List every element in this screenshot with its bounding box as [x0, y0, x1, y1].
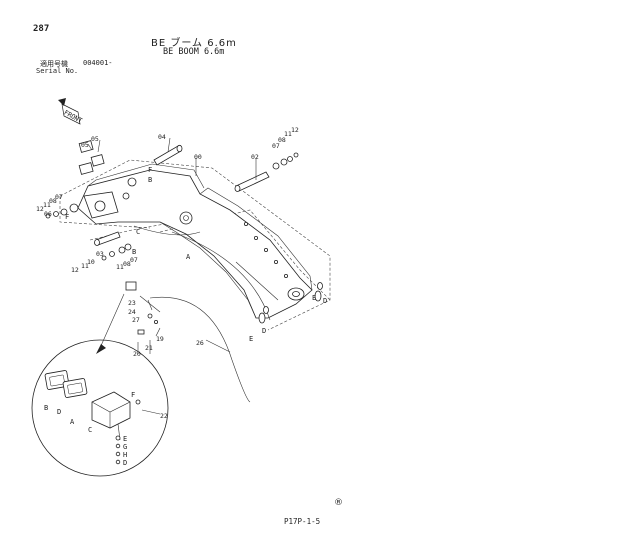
- callout-24: 24: [128, 308, 136, 316]
- callout-07b: 07: [55, 193, 63, 201]
- callout-A1: A: [186, 253, 191, 261]
- front-arrow-icon: FRONT: [58, 98, 84, 125]
- page-title-en: BE BOOM 6.6m: [163, 47, 225, 57]
- callout-12b: 12: [36, 205, 44, 213]
- callout-B3: B: [44, 404, 48, 412]
- detail-leader: [99, 293, 125, 349]
- plates-05: [78, 140, 105, 175]
- callout-05a: 05: [91, 135, 99, 143]
- callout-22: 22: [160, 412, 168, 420]
- callout-26: 26: [196, 339, 204, 347]
- callout-19: 19: [156, 335, 164, 343]
- callout-12a: 12: [291, 126, 299, 134]
- callout-B2: B: [132, 248, 136, 256]
- pin-joint-right: [258, 282, 323, 324]
- callout-08c: 08: [123, 260, 131, 268]
- callout-10: 10: [87, 258, 95, 266]
- callout-08b: 08: [49, 197, 57, 205]
- callout-E3: E: [123, 435, 127, 443]
- callout-leaders: [87, 137, 257, 415]
- washer-group-left: [45, 203, 79, 219]
- callout-D3: D: [57, 408, 61, 416]
- callout-06: 06: [44, 210, 52, 218]
- callout-04: 04: [158, 133, 166, 141]
- callout-08a: 08: [278, 136, 286, 144]
- callout-07a: 07: [272, 142, 280, 150]
- callout-C2: C: [88, 426, 92, 434]
- callout-E2: E: [249, 335, 253, 343]
- pin-03: [94, 231, 121, 246]
- callout-02: 02: [251, 153, 259, 161]
- serial-label-jp: 適用号機: [40, 60, 68, 68]
- callout-labels: 04 00 02 07 08 11 12 05 05 F B 12 11 08 …: [36, 126, 327, 467]
- callout-G1: G: [123, 443, 127, 451]
- page-number: 287: [33, 24, 50, 34]
- callout-23: 23: [128, 299, 136, 307]
- callout-C1: C: [136, 228, 140, 236]
- pin-02: [234, 171, 270, 192]
- callout-B1: B: [148, 176, 152, 184]
- work-light-mount: [125, 281, 161, 335]
- callout-03: 03: [96, 250, 104, 258]
- boom-body: [77, 163, 313, 319]
- callout-11b: 11: [43, 201, 51, 209]
- pin-04: [153, 144, 183, 166]
- footer-mark: ®: [334, 498, 343, 508]
- detail-circle: [31, 339, 169, 477]
- callout-05b: 05: [81, 141, 89, 149]
- footer-code: P17P-1-5: [284, 517, 321, 526]
- callout-20: 20: [133, 350, 141, 358]
- callout-21: 21: [145, 344, 153, 352]
- callout-07c: 07: [130, 256, 138, 264]
- callout-D4: D: [123, 459, 127, 467]
- callout-D1: D: [323, 297, 327, 305]
- callout-F2: F: [65, 213, 69, 221]
- callout-00: 00: [194, 153, 202, 161]
- washer-group-lower: [101, 243, 132, 261]
- page-title-jp: BE ブーム 6.6m: [151, 38, 237, 49]
- callout-12c: 12: [71, 266, 79, 274]
- serial-value: 004001-: [83, 59, 113, 67]
- callout-A2: A: [70, 418, 75, 426]
- callout-H1: H: [123, 451, 127, 459]
- callout-E1: E: [312, 294, 316, 302]
- callout-11c: 11: [81, 262, 89, 270]
- washer-group-right: [272, 152, 299, 170]
- callout-11a: 11: [284, 130, 292, 138]
- callout-F3: F: [131, 391, 135, 399]
- callout-D2: D: [262, 327, 266, 335]
- serial-label-en: Serial No.: [36, 67, 79, 75]
- callout-F1: F: [148, 166, 152, 174]
- callout-11d: 11: [116, 263, 124, 271]
- detail-arrowhead: [96, 344, 106, 354]
- callout-27: 27: [132, 316, 140, 324]
